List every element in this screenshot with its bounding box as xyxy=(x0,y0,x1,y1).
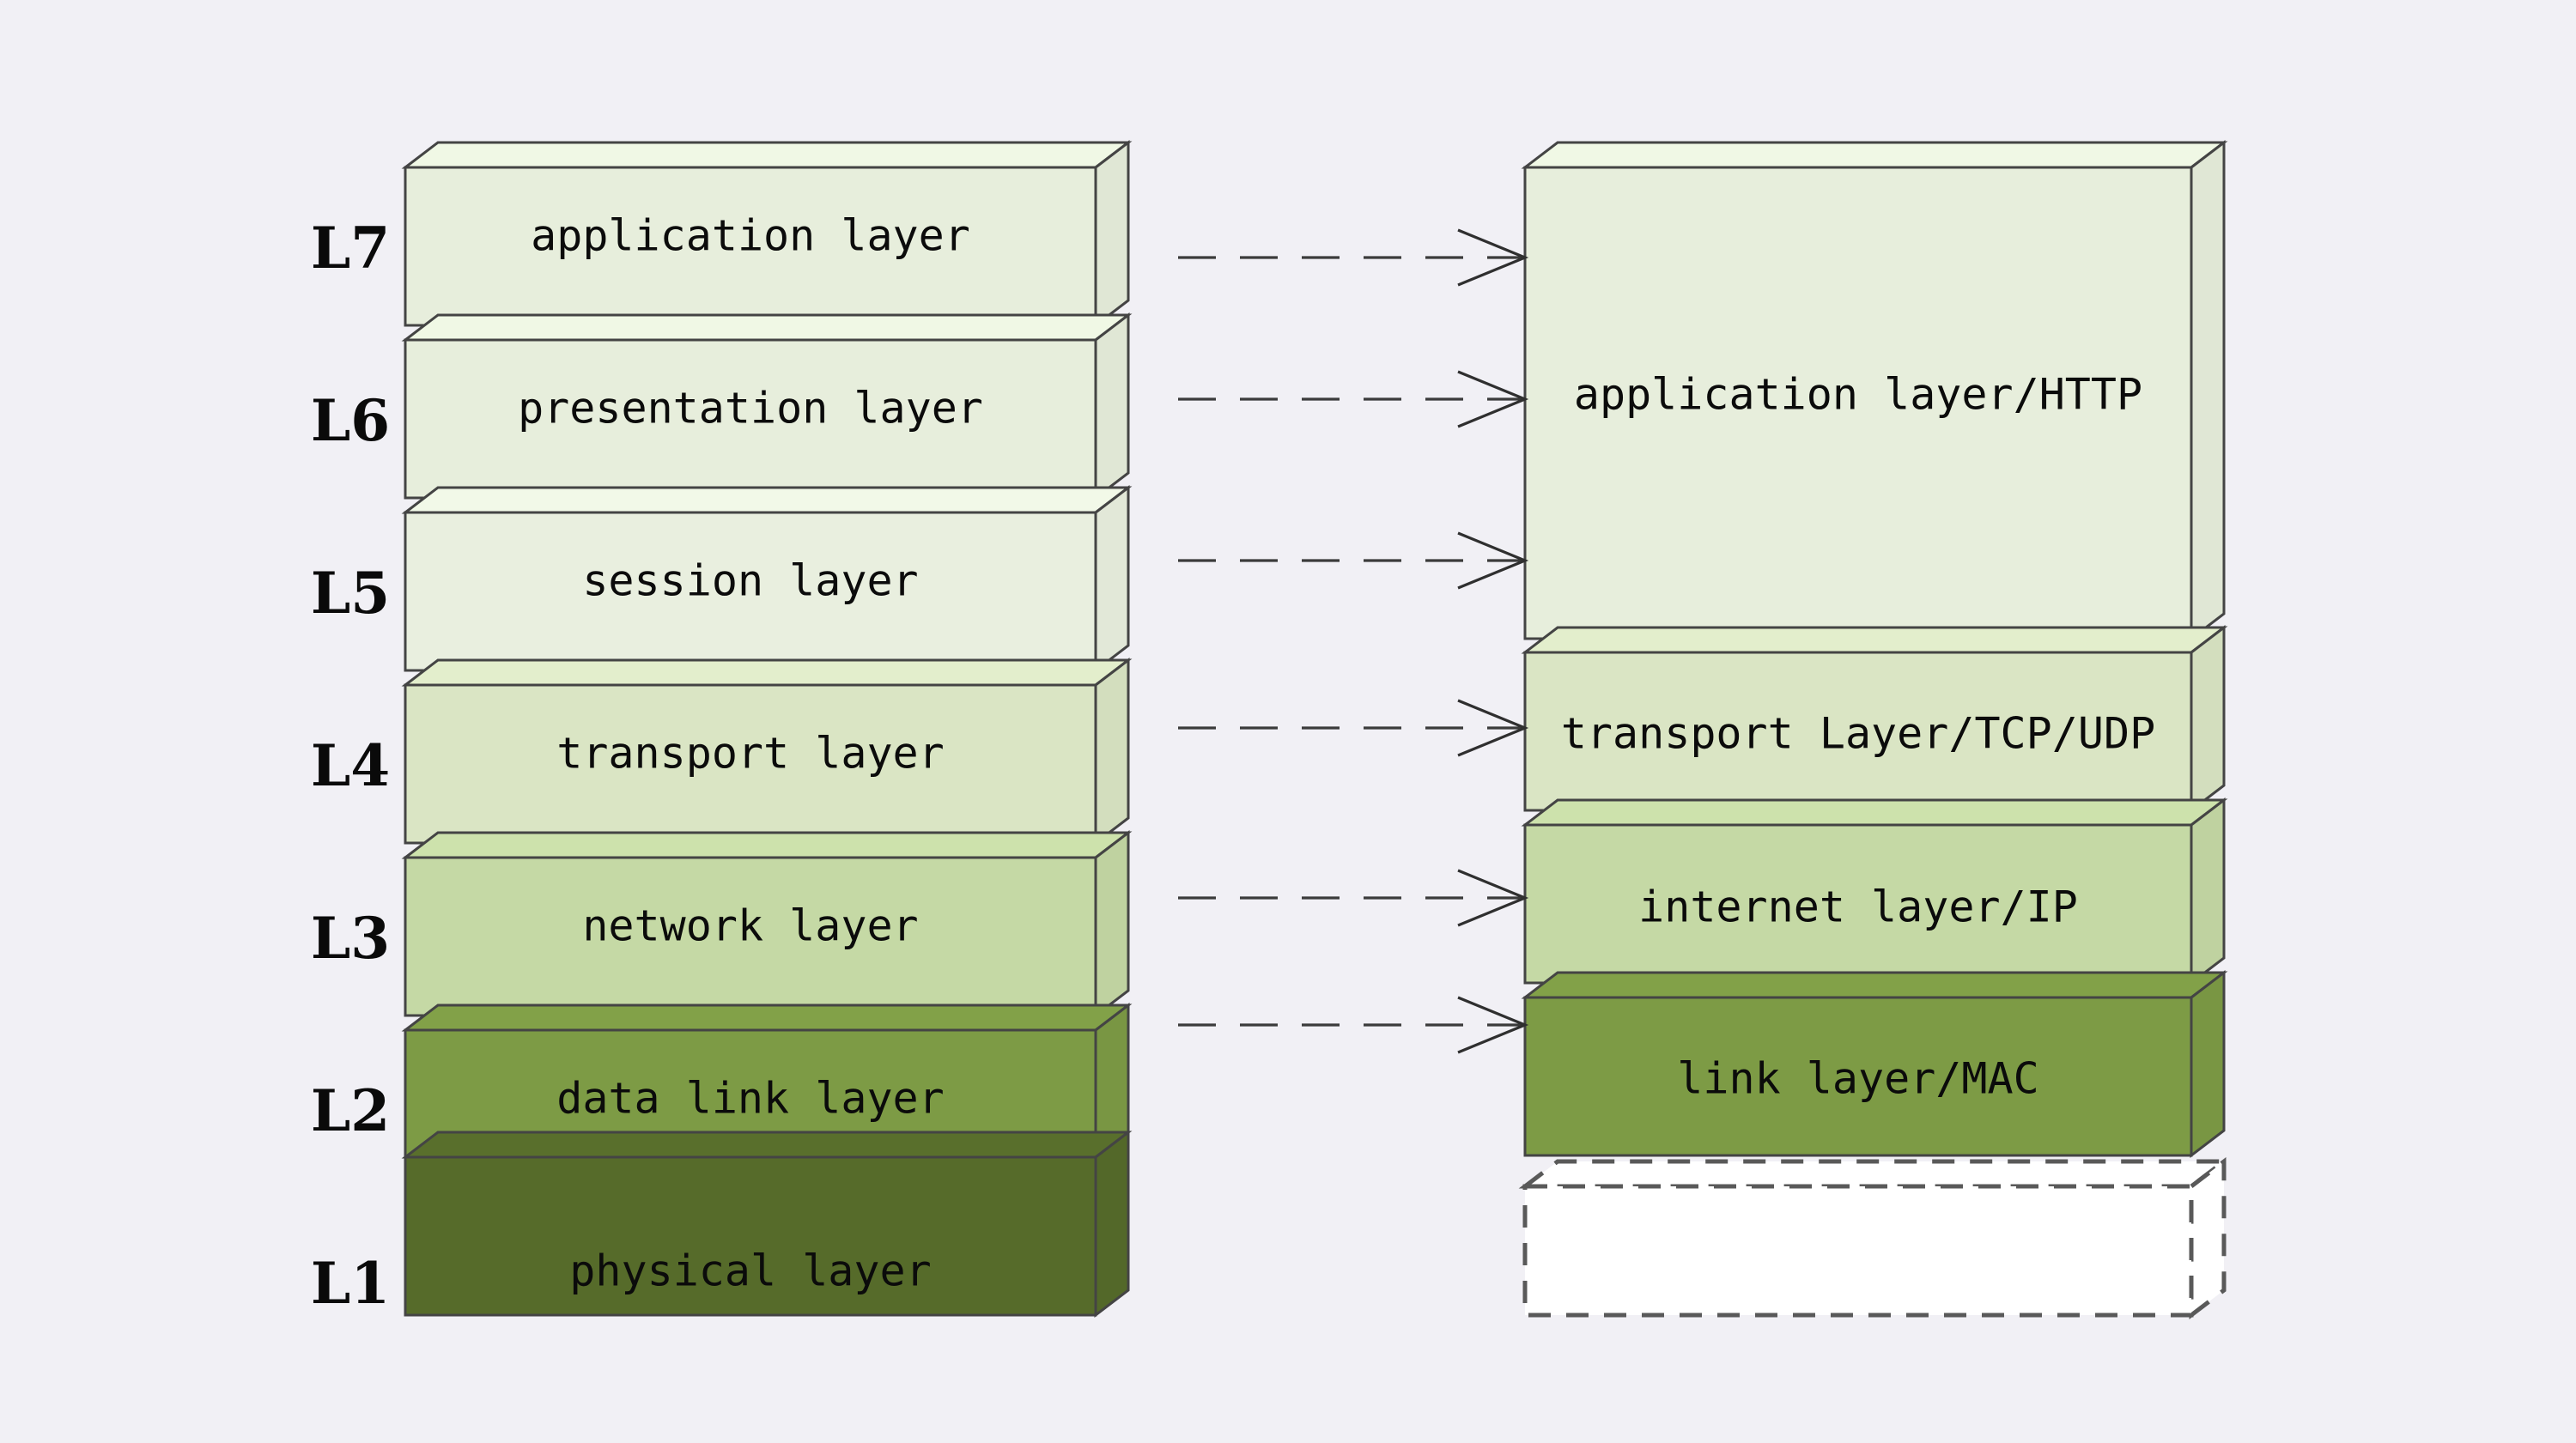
osi-l7-front-face xyxy=(404,166,1097,327)
osi-l5: session layer xyxy=(401,484,1133,674)
osi-l2-top-face xyxy=(401,1003,1133,1032)
tcpip-internet-top-face xyxy=(1521,798,2228,827)
osi-l1-label: physical layer xyxy=(569,1246,931,1296)
tcpip-empty xyxy=(1518,1156,2231,1320)
osi-model-stack: application layer presentation layer sessi… xyxy=(401,139,1133,1319)
tcpip-empty-top-face xyxy=(1518,1159,2231,1189)
osi-l7: application layer xyxy=(401,139,1133,329)
arrow-l6-arrowhead-icon xyxy=(1457,370,1529,428)
osi-l2-label: data link layer xyxy=(556,1074,945,1124)
osi-l1-top-face xyxy=(401,1131,1133,1159)
osi-l6-front-face xyxy=(404,338,1097,500)
arrow-l6 xyxy=(1178,370,1529,428)
arrow-l5 xyxy=(1178,531,1529,590)
tcpip-model-stack: application layer/HTTP transport Layer/TC… xyxy=(1518,139,2231,1320)
osi-l3: network layer xyxy=(401,829,1133,1019)
arrow-l4-arrowhead-icon xyxy=(1457,699,1529,757)
osi-l1: physical layer xyxy=(401,1129,1133,1319)
arrow-l2 xyxy=(1178,996,1529,1054)
tcpip-application-side-face xyxy=(2190,139,2226,642)
osi-l5-side-face xyxy=(1094,484,1130,674)
osi-l3-top-face xyxy=(401,831,1133,859)
osi-l6: presentation layer xyxy=(401,312,1133,501)
osi-l4-side-face xyxy=(1094,657,1130,846)
osi-l6-label: presentation layer xyxy=(518,384,983,434)
tcpip-internet: internet layer/IP xyxy=(1521,797,2228,986)
osi-l5-top-face xyxy=(401,486,1133,514)
tier-label-l7: L7 xyxy=(311,215,390,282)
tcpip-transport-front-face xyxy=(1523,651,2193,812)
tcpip-link-top-face xyxy=(1521,971,2228,999)
tier-label-l4: L4 xyxy=(311,732,390,799)
osi-l4: transport layer xyxy=(401,657,1133,846)
osi-l5-label: session layer xyxy=(582,556,918,606)
tier-label-l6: L6 xyxy=(311,387,390,454)
tcpip-link: link layer/MAC xyxy=(1521,969,2228,1159)
tcpip-application-label: application layer/HTTP xyxy=(1574,370,2142,420)
arrow-l2-arrowhead-icon xyxy=(1457,996,1529,1054)
tier-label-l3: L3 xyxy=(311,905,390,972)
tcpip-transport-top-face xyxy=(1521,626,2228,654)
tcpip-application: application layer/HTTP xyxy=(1521,139,2228,642)
tcpip-empty-front-face xyxy=(1522,1184,2194,1318)
tcpip-application-top-face xyxy=(1521,141,2228,169)
osi-l1-side-face xyxy=(1094,1129,1130,1319)
osi-l7-top-face xyxy=(401,141,1133,169)
tcpip-link-side-face xyxy=(2190,969,2226,1159)
tcpip-link-label: link layer/MAC xyxy=(1677,1054,2038,1104)
tier-label-l1: L1 xyxy=(311,1250,390,1317)
osi-l4-top-face xyxy=(401,658,1133,687)
osi-l7-label: application layer xyxy=(531,211,970,261)
osi-l6-side-face xyxy=(1094,312,1130,501)
tier-label-l5: L5 xyxy=(311,560,390,627)
osi-l4-front-face xyxy=(404,683,1097,845)
tcpip-application-front-face xyxy=(1523,166,2193,640)
tcpip-transport: transport Layer/TCP/UDP xyxy=(1521,624,2228,814)
arrow-l3 xyxy=(1178,869,1529,927)
osi-l1-front-face xyxy=(404,1155,1097,1317)
tcpip-link-front-face xyxy=(1523,996,2193,1157)
arrow-l5-arrowhead-icon xyxy=(1457,531,1529,590)
osi-l7-side-face xyxy=(1094,139,1130,329)
osi-l5-front-face xyxy=(404,511,1097,672)
mapping-arrows xyxy=(1178,228,1529,1054)
arrow-l7 xyxy=(1178,228,1529,287)
arrow-l4 xyxy=(1178,699,1529,757)
tcpip-internet-label: internet layer/IP xyxy=(1638,882,2078,932)
tcpip-transport-label: transport Layer/TCP/UDP xyxy=(1561,709,2155,759)
arrow-l3-arrowhead-icon xyxy=(1457,869,1529,927)
tcpip-empty-side-face xyxy=(2189,1156,2227,1320)
arrow-l7-arrowhead-icon xyxy=(1457,228,1529,287)
tcpip-internet-side-face xyxy=(2190,797,2226,986)
osi-l4-label: transport layer xyxy=(556,729,945,779)
tcpip-transport-side-face xyxy=(2190,624,2226,814)
osi-l6-top-face xyxy=(401,313,1133,342)
tier-label-l2: L2 xyxy=(311,1077,390,1144)
osi-l3-label: network layer xyxy=(582,901,918,951)
osi-l3-side-face xyxy=(1094,829,1130,1019)
tcpip-internet-front-face xyxy=(1523,823,2193,985)
